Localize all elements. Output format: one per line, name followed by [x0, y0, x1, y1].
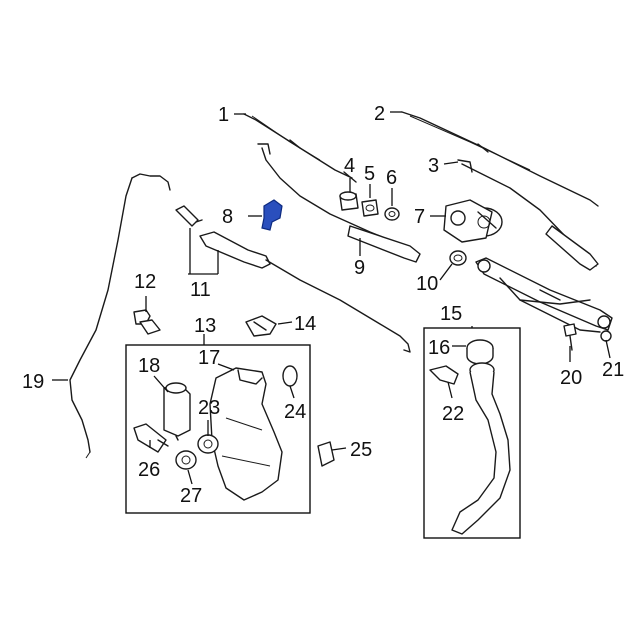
part-15-clip[interactable]: [317, 441, 335, 467]
label-23: 14: [294, 313, 316, 335]
part-25-washer-hose[interactable]: [69, 173, 171, 459]
label-9: 21: [602, 359, 624, 381]
part-11-bolt[interactable]: [563, 323, 577, 351]
part-17-grommet[interactable]: [197, 434, 219, 454]
label-12: 13: [194, 315, 216, 337]
part-27-highlighted-clip[interactable]: [261, 199, 283, 231]
label-24: 16: [428, 337, 450, 359]
label-27: 8: [222, 206, 233, 228]
label-13: 17: [198, 347, 220, 369]
label-1: 9: [354, 257, 365, 279]
label-14: 12: [134, 271, 156, 293]
label-2: 3: [428, 155, 439, 177]
part-5-cap[interactable]: [339, 191, 359, 211]
part-23-bracket[interactable]: [245, 315, 277, 337]
part-2-wiper-arm[interactable]: [457, 159, 599, 271]
label-6: 1: [218, 104, 229, 126]
part-1-wiper-arm[interactable]: [257, 143, 421, 263]
label-19: 27: [180, 485, 202, 507]
part-3-washer[interactable]: [384, 207, 400, 221]
part-21-seal[interactable]: [282, 365, 298, 387]
label-5: 4: [344, 155, 355, 177]
part-18-pump-motor[interactable]: [133, 423, 169, 453]
label-3: 6: [386, 167, 397, 189]
label-16: 18: [138, 355, 160, 377]
label-22: 22: [442, 403, 464, 425]
label-20: 15: [440, 303, 462, 325]
label-15: 25: [350, 439, 372, 461]
leader-lines: [52, 111, 611, 485]
part-26-nozzle-hose[interactable]: [199, 231, 411, 353]
part-19-grommet[interactable]: [175, 450, 197, 470]
label-21: 24: [284, 401, 306, 423]
part-26-nozzle[interactable]: [175, 205, 203, 227]
label-8: 7: [414, 206, 425, 228]
part-10-nut[interactable]: [449, 250, 467, 266]
label-25: 19: [22, 371, 44, 393]
part-20-filler-neck[interactable]: [451, 362, 511, 535]
label-17: 23: [198, 397, 220, 419]
callout-labels: 1 2 3 4 5 6 7 8 9 10 11 12 13 14 15 16 1…: [22, 103, 624, 507]
label-10: 10: [416, 273, 438, 295]
part-6-wiper-blade[interactable]: [243, 113, 357, 183]
part-4-nut[interactable]: [361, 199, 379, 217]
part-13-reservoir[interactable]: [209, 367, 283, 501]
label-4: 5: [364, 163, 375, 185]
part-9-wiper-linkage[interactable]: [475, 257, 613, 342]
label-26: 11: [190, 279, 211, 301]
part-22-clip[interactable]: [429, 365, 459, 385]
group-box-12: [125, 344, 311, 514]
label-18: 26: [138, 459, 160, 481]
label-11: 20: [560, 367, 582, 389]
part-8-wiper-motor[interactable]: [443, 199, 503, 243]
part-24-cap[interactable]: [466, 339, 494, 365]
label-7: 2: [374, 103, 385, 125]
part-7-wiper-blade[interactable]: [401, 111, 599, 207]
part-16-pump[interactable]: [163, 382, 191, 441]
part-14-bolt[interactable]: [133, 309, 161, 335]
